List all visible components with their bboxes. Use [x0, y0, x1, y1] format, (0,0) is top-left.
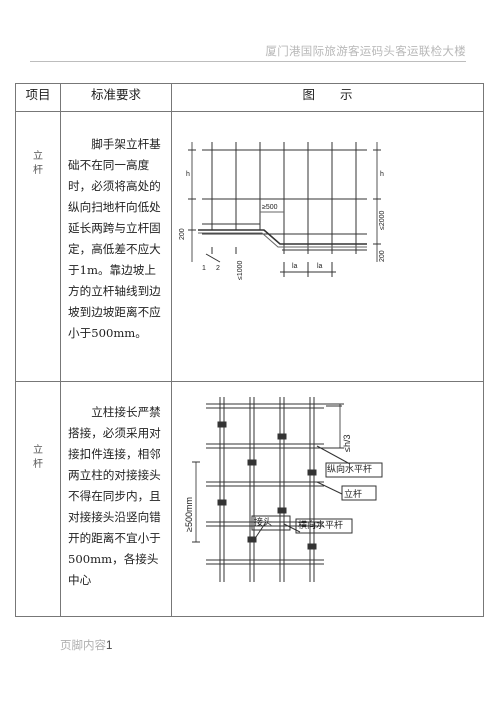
dim-h-left: h [186, 171, 190, 178]
ground-slope [198, 229, 367, 245]
label-num-2: 2 [216, 265, 220, 272]
label-upright: 立杆 [344, 488, 362, 499]
column-header-figure: 图 示 [171, 83, 484, 112]
dim-500: ≥500 [262, 204, 278, 211]
item-name: 立杆 [33, 445, 43, 470]
dim-h-right: h [380, 171, 384, 178]
requirement-cell: 脚手架立杆基础不在同一高度时，必须将高处的纵向扫地杆向低处延长两跨与立杆固定，高… [60, 111, 172, 382]
label-joint: 接头 [254, 516, 272, 527]
header-divider [30, 61, 466, 62]
item-name: 立杆 [33, 151, 43, 176]
table-row: 立杆 脚手架立杆基础不在同一高度时，必须将高处的纵向扫地杆向低处延长两跨与立杆固… [15, 111, 484, 382]
table-row: 立杆 立柱接长严禁搭接，必须采用对接扣件连接，相邻两立柱的对接接头不得在同步内，… [15, 381, 484, 617]
item-cell: 立杆 [15, 381, 61, 617]
dim-500mm: ≥500mm [184, 497, 194, 532]
requirement-text: 立柱接长严禁搭接，必须采用对接扣件连接，相邻两立柱的对接接头不得在同步内，且对接… [68, 405, 161, 587]
upright-joint-diagram: ≥500mm ≤h/3 纵向水平杆 立杆 接头 横向水平杆 [184, 397, 383, 582]
table-header-row: 项目 标准要求 图 示 [15, 83, 484, 112]
dim-la-2: la [317, 263, 323, 270]
dim-1000: ≤1000 [237, 260, 244, 280]
dim-la-1: la [292, 263, 298, 270]
requirement-text: 脚手架立杆基础不在同一高度时，必须将高处的纵向扫地杆向低处延长两跨与立杆固定，高… [68, 137, 161, 340]
item-cell: 立杆 [15, 111, 61, 382]
column-header-item: 项目 [15, 83, 61, 112]
footer-text: 页脚内容 [60, 638, 106, 652]
page-number: 1 [106, 640, 113, 652]
label-longitudinal-bar: 纵向水平杆 [327, 463, 372, 474]
column-header-requirement: 标准要求 [60, 83, 172, 112]
label-transverse-bar: 横向水平杆 [298, 519, 343, 530]
dim-200-right: 200 [379, 250, 386, 262]
scaffold-foundation-diagram: h h ≥500 200 ≤2000 200 ≤1000 1 2 la la [179, 142, 386, 280]
figure-cell: h h ≥500 200 ≤2000 200 ≤1000 1 2 la la [171, 111, 484, 382]
figure-cell: ≥500mm ≤h/3 纵向水平杆 立杆 接头 横向水平杆 [171, 381, 484, 617]
dim-h-third: ≤h/3 [342, 435, 352, 452]
header-title: 厦门港国际旅游客运码头客运联检大楼 [265, 44, 466, 58]
dim-2000: ≤2000 [379, 210, 386, 230]
page-footer: 页脚内容1 [60, 637, 112, 653]
dim-200-left: 200 [179, 228, 186, 240]
label-num-1: 1 [202, 265, 206, 272]
requirement-cell: 立柱接长严禁搭接，必须采用对接扣件连接，相邻两立柱的对接接头不得在同步内，且对接… [60, 381, 172, 617]
standards-table: 项目 标准要求 图 示 立杆 脚手架立杆基础不在同一高度时，必须将高处的纵向扫地… [15, 83, 484, 617]
